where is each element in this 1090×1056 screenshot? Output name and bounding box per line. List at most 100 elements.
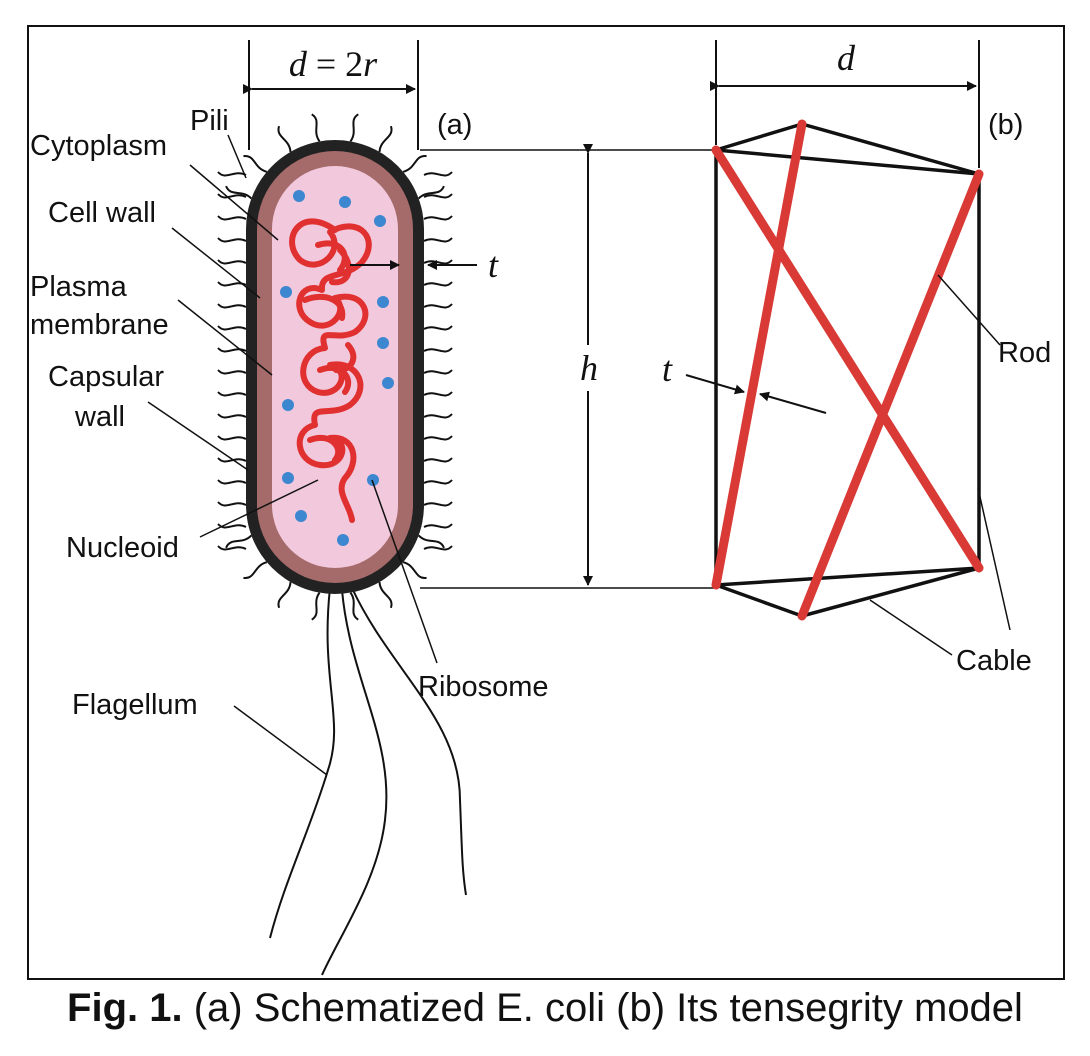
ribosome-dot	[337, 534, 349, 546]
figure-caption: Fig. 1. (a) Schematized E. coli (b) Its …	[0, 986, 1090, 1031]
pilus-hair	[423, 479, 453, 485]
ribosome-dot	[293, 190, 305, 202]
pilus-hair	[217, 171, 247, 177]
pilus-hair	[311, 592, 321, 621]
ribosome-dot	[377, 296, 389, 308]
pilus-hair	[423, 237, 453, 243]
thickness-arrows-b	[685, 374, 827, 414]
pilus-hair	[423, 259, 453, 265]
dimension-h-label: h	[580, 348, 598, 388]
pilus-hair	[217, 193, 247, 199]
pilus-hair	[423, 501, 453, 507]
pilus-hair	[217, 391, 247, 397]
pilus-hair	[423, 413, 453, 419]
pilus-hair	[417, 185, 445, 200]
pilus-hair	[417, 534, 445, 549]
pilus-hair	[423, 303, 453, 309]
pilus-hair	[349, 113, 359, 142]
pilus-hair	[277, 125, 292, 153]
panel-a: d = 2r t (a) Pili Cytoplasm Cell wall Pl…	[30, 40, 549, 976]
label-ribosome: Ribosome	[418, 671, 549, 703]
label-cell-wall: Cell wall	[48, 197, 156, 229]
caption-fig-number: Fig. 1.	[67, 986, 183, 1030]
pilus-hair	[217, 479, 247, 485]
label-cable: Cable	[956, 645, 1032, 677]
panel-b-tag: (b)	[988, 109, 1023, 141]
pilus-hair	[423, 435, 453, 441]
pilus-hair	[217, 369, 247, 375]
rods	[711, 119, 984, 621]
pilus-hair	[423, 281, 453, 287]
rod-3	[797, 169, 984, 621]
nucleoid-strand	[289, 218, 372, 523]
pilus-hair	[349, 592, 359, 621]
pilus-hair	[217, 325, 247, 331]
pilus-hair	[243, 561, 268, 579]
pilus-hair	[243, 155, 268, 173]
pilus-hair	[217, 259, 247, 265]
pilus-hair	[402, 155, 427, 173]
pilus-hair	[217, 435, 247, 441]
rod-2	[711, 119, 807, 590]
figure-frame	[27, 25, 1065, 980]
pili-hairs	[217, 113, 453, 621]
ribosome-dot	[295, 510, 307, 522]
pilus-hair	[217, 523, 247, 529]
cables	[714, 122, 981, 618]
pilus-hair	[217, 303, 247, 309]
label-capsular-wall-1: Capsular	[48, 361, 164, 393]
pilus-hair	[423, 523, 453, 529]
pilus-hair	[378, 125, 393, 153]
pilus-hair	[217, 347, 247, 353]
pilus-hair	[423, 171, 453, 177]
dimension-d-label: d	[837, 38, 856, 78]
pilus-hair	[217, 457, 247, 463]
pilus-hair	[217, 215, 247, 221]
pilus-hair	[423, 347, 453, 353]
pilus-hair	[311, 113, 321, 142]
ribosomes	[280, 190, 394, 546]
label-flagellum: Flagellum	[72, 689, 198, 721]
pilus-hair	[423, 325, 453, 331]
thickness-label-a: t	[488, 245, 499, 285]
ribosome-dot	[280, 286, 292, 298]
ribosome-dot	[382, 377, 394, 389]
pilus-hair	[217, 413, 247, 419]
label-nucleoid: Nucleoid	[66, 532, 179, 564]
pilus-hair	[225, 185, 253, 200]
pilus-hair	[423, 215, 453, 221]
ribosome-dot	[374, 215, 386, 227]
pilus-hair	[423, 545, 453, 551]
pilus-hair	[217, 545, 247, 551]
dimension-d-2r-label: d = 2r	[289, 44, 378, 84]
panel-a-tag: (a)	[437, 109, 472, 141]
guide-lines	[420, 149, 716, 589]
ribosome-dot	[282, 399, 294, 411]
pilus-hair	[217, 501, 247, 507]
leader-lines-b	[869, 274, 1011, 656]
pilus-hair	[423, 193, 453, 199]
panel-b: d h t	[420, 38, 1051, 677]
label-pili: Pili	[190, 105, 229, 137]
label-plasma-membrane-1: Plasma	[30, 271, 128, 303]
pilus-hair	[277, 581, 292, 609]
label-plasma-membrane-2: membrane	[30, 309, 169, 341]
pilus-hair	[225, 534, 253, 549]
pilus-hair	[423, 369, 453, 375]
rod-1	[711, 145, 984, 573]
label-rod: Rod	[998, 337, 1051, 369]
ribosome-dot	[339, 196, 351, 208]
caption-text: (a) Schematized E. coli (b) Its tensegri…	[182, 986, 1023, 1030]
nucleoid-loops	[302, 240, 357, 463]
pilus-hair	[217, 237, 247, 243]
thickness-label-b: t	[662, 349, 673, 389]
pilus-hair	[378, 581, 393, 609]
label-cytoplasm: Cytoplasm	[30, 130, 167, 162]
label-capsular-wall-2: wall	[74, 401, 125, 433]
pilus-hair	[402, 561, 427, 579]
dimension-d-2r	[243, 40, 419, 150]
pilus-hair	[423, 457, 453, 463]
pilus-hair	[423, 391, 453, 397]
dimension-d	[710, 40, 980, 168]
